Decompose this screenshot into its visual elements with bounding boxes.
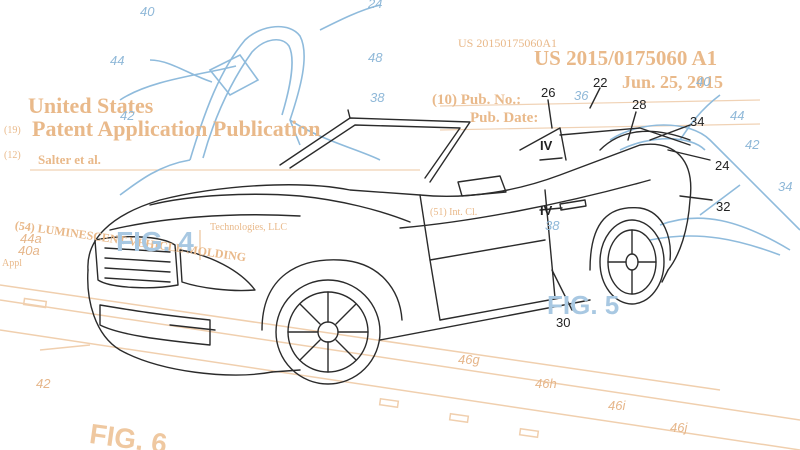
ref-label: 42 (745, 137, 760, 152)
assignee-fragment: Technologies, LLC (210, 222, 288, 233)
ref-label: 28 (632, 97, 647, 112)
num51-label: (51) (430, 207, 447, 218)
ref-label: 34 (690, 114, 705, 129)
ref-label: 44a (20, 231, 42, 246)
ref-label: 34 (778, 179, 793, 194)
ref-label: 46j (670, 420, 688, 435)
appl-fragment: Appl (2, 258, 22, 269)
ref-label: 24 (715, 158, 730, 173)
ref-label: 46i (608, 398, 626, 413)
section-marker: IV (540, 203, 553, 218)
ref-label: 32 (716, 199, 731, 214)
fig5-molding-drawing (609, 94, 800, 256)
ref-label: 42 (120, 108, 135, 123)
intcl-text: Int. Cl. (449, 207, 478, 218)
pub-no-value: US 2015/0175060 A1 (534, 46, 718, 70)
pub-date-value: Jun. 25, 2015 (622, 72, 724, 92)
header-rules (30, 99, 761, 171)
fig5-label: FIG. 5 (547, 290, 620, 320)
convertible-car-drawing (87, 87, 713, 385)
intcl-label: (51) Int. Cl. (430, 207, 477, 218)
pub-date-label: Pub. Date: (470, 110, 539, 126)
num19-label: (19) (4, 125, 21, 136)
ref-label: 46h (535, 376, 557, 391)
ref-label: 48 (368, 50, 383, 65)
doc-kind-heading: Patent Application Publication (32, 116, 321, 141)
doc-id-text: US 20150175060A1 (458, 36, 558, 50)
fig6-strip-drawing (0, 230, 800, 450)
ref-label: 26 (541, 85, 556, 100)
ref-label: 44 (110, 53, 125, 68)
ref-label: 40 (696, 74, 711, 89)
fig4-label: FIG. 4 (116, 226, 194, 257)
country-heading: United States (28, 93, 154, 118)
ref-label: 42 (36, 376, 51, 391)
ref-label: 46g (458, 352, 480, 367)
ref-label: 44 (730, 108, 745, 123)
section-marker: IV (540, 138, 553, 153)
ref-label: 40 (140, 4, 155, 19)
num12-label: (12) (4, 150, 21, 161)
ref-label: 30 (556, 315, 571, 330)
ref-label: 22 (593, 75, 608, 90)
pub-no-label: (10) Pub. No.: (432, 92, 522, 108)
ref-label: 36 (574, 88, 589, 103)
ref-label: 40a (18, 243, 40, 258)
fig4-molding-drawing (119, 4, 381, 196)
ref-label: 24 (368, 0, 383, 11)
inventors-text: Salter et al. (38, 152, 101, 167)
ref-label: 38 (545, 218, 560, 233)
ref-label: 38 (370, 90, 385, 105)
